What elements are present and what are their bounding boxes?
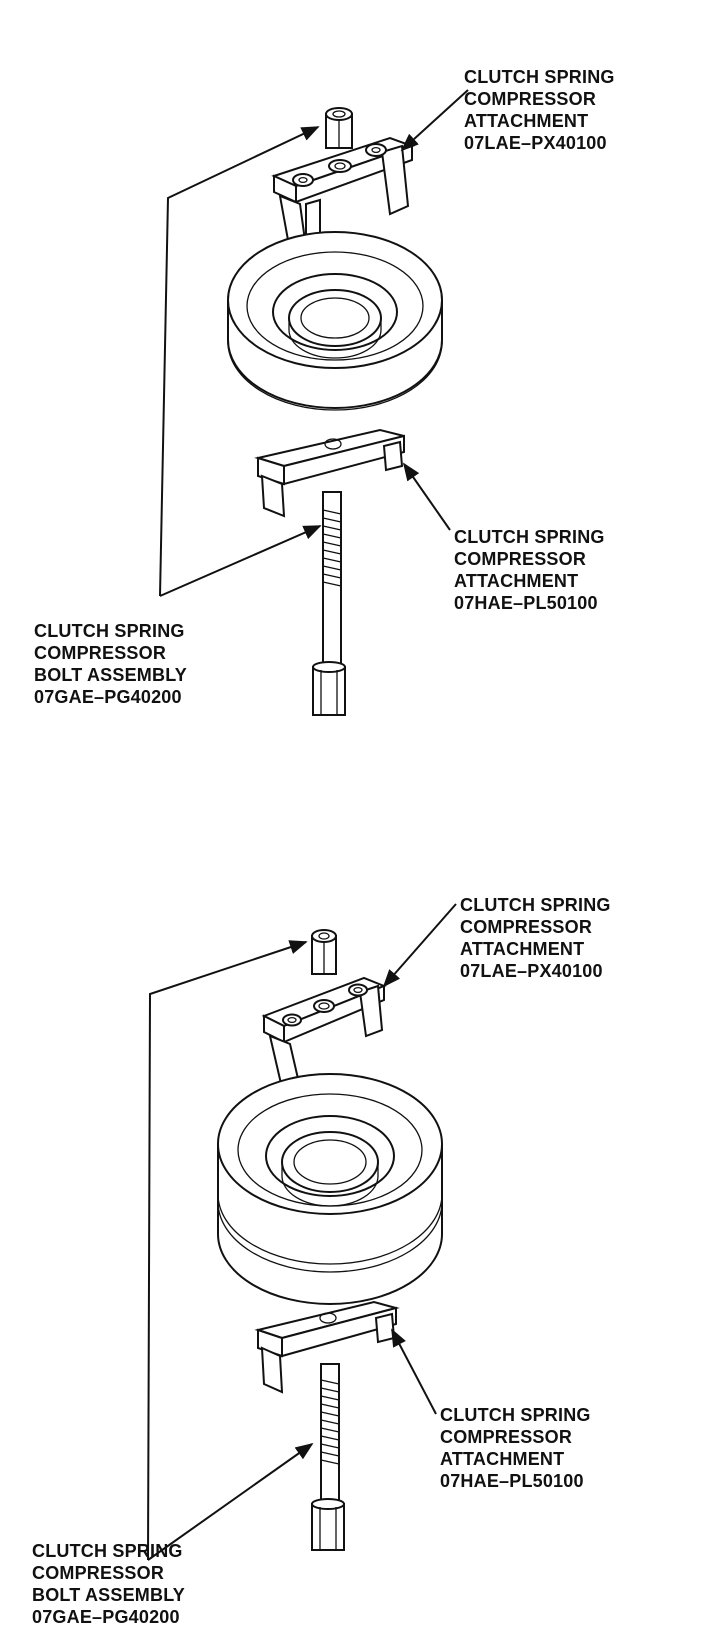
- label-bolt-assembly: CLUTCH SPRING COMPRESSOR BOLT ASSEMBLY 0…: [32, 1541, 185, 1627]
- compressor-bolt: [312, 491, 346, 716]
- leader-line-bolt: [159, 525, 322, 597]
- top-nut: [311, 929, 337, 975]
- label-top-attachment: CLUTCH SPRING COMPRESSOR ATTACHMENT 07LA…: [464, 67, 615, 153]
- compressor-bolt: [311, 1363, 345, 1551]
- top-nut: [325, 107, 353, 149]
- label-bottom-attachment: CLUTCH SPRING COMPRESSOR ATTACHMENT 07HA…: [454, 527, 605, 613]
- clutch-pulley: [227, 231, 443, 411]
- label-bolt-assembly: CLUTCH SPRING COMPRESSOR BOLT ASSEMBLY 0…: [34, 621, 187, 707]
- leader-line-bolt: [147, 1442, 314, 1561]
- leader-line-top-attachment: [400, 89, 469, 152]
- clutch-pulley: [217, 1073, 443, 1305]
- leader-line-bolt-top: [147, 940, 308, 1561]
- label-bottom-attachment: CLUTCH SPRING COMPRESSOR ATTACHMENT 07HA…: [440, 1405, 591, 1491]
- clutch-compressor-illustration: [159, 89, 469, 716]
- label-top-attachment: CLUTCH SPRING COMPRESSOR ATTACHMENT 07LA…: [460, 895, 611, 981]
- bottom-attachment-bar: [254, 428, 405, 518]
- diagram-panel-top: CLUTCH SPRING COMPRESSOR ATTACHMENT 07LA…: [34, 67, 615, 716]
- clutch-compressor-illustration-assembled: [147, 903, 457, 1561]
- diagram-panel-bottom: CLUTCH SPRING COMPRESSOR ATTACHMENT 07LA…: [0, 824, 720, 1648]
- leader-line-bottom-attachment: [391, 1328, 437, 1415]
- bottom-attachment-bar: [254, 1300, 400, 1394]
- leader-line-bolt-top: [159, 126, 320, 597]
- leader-line-bottom-attachment: [402, 462, 451, 531]
- leader-line-top-attachment: [382, 903, 457, 988]
